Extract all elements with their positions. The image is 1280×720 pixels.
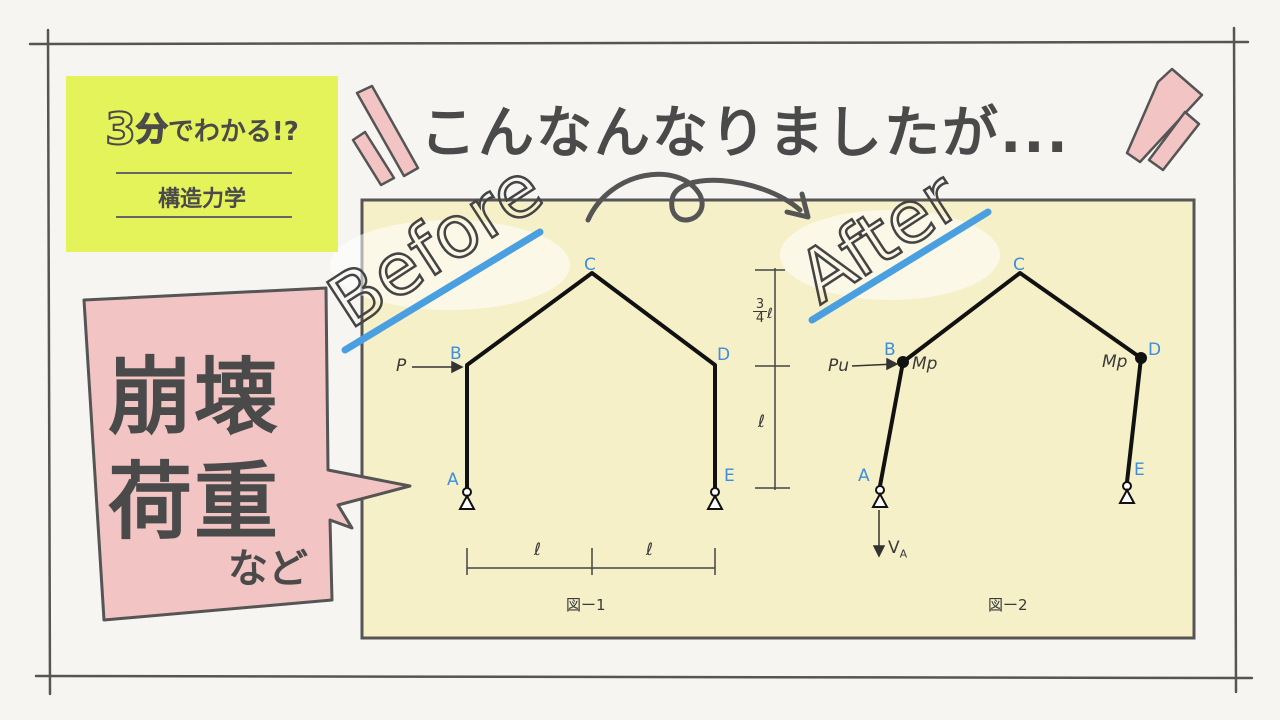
- pink-card: [82, 286, 412, 622]
- fig2-reaction: VA: [888, 538, 907, 560]
- frame-1-members: [465, 271, 717, 490]
- after-underline: [808, 208, 992, 324]
- fig2-caption: 図ー2: [988, 596, 1028, 614]
- fig2-node-c: C: [1013, 255, 1025, 275]
- before-glow: [330, 220, 570, 310]
- support-a-1: [458, 487, 476, 510]
- fig2-moment-d: Mp: [1102, 352, 1128, 372]
- fig1-node-e: E: [724, 466, 735, 486]
- fig1-rise-denominator: 4: [753, 311, 767, 325]
- fig1-node-a: A: [447, 470, 459, 490]
- title-badge: 3分でわかる!? 構造力学: [66, 76, 338, 252]
- headline: こんなんなりましたが...: [420, 101, 1070, 166]
- fig2-node-b: B: [884, 340, 896, 360]
- fig1-caption: 図ー1: [566, 596, 606, 614]
- fig1-node-d: D: [717, 345, 731, 365]
- frame-2-members: [878, 271, 1143, 488]
- badge-kanji: 分: [135, 109, 169, 149]
- figure-2: [851, 271, 1147, 558]
- topic-etc: など: [228, 546, 308, 592]
- fig2-load-label: Pu: [828, 356, 850, 376]
- reaction-arrow: [872, 510, 886, 558]
- topic-collapse: 崩壊: [108, 348, 281, 446]
- outer-frame: [28, 26, 1254, 696]
- fig2-node-d: D: [1148, 340, 1162, 360]
- plastic-hinge-d: [1135, 352, 1147, 364]
- fig1-rise-unit: ℓ: [767, 306, 773, 322]
- fig1-load-label: P: [396, 356, 407, 376]
- badge-title: 3分でわかる!?: [66, 103, 338, 156]
- fig1-height: ℓ: [758, 412, 766, 432]
- badge-tail: でわかる!?: [167, 117, 299, 147]
- before-underline: [341, 228, 544, 354]
- span-dimension: [466, 548, 716, 575]
- fig2-reaction-main: V: [888, 538, 900, 558]
- plastic-hinge-b: [897, 356, 909, 368]
- load-arrow-1: [412, 360, 464, 374]
- badge-number: 3: [104, 103, 137, 156]
- fig2-node-a: A: [858, 466, 870, 486]
- support-e-1: [706, 487, 724, 510]
- fig2-reaction-sub: A: [899, 547, 908, 561]
- fig1-node-b: B: [450, 344, 462, 364]
- height-dimension: [755, 268, 790, 490]
- fig1-rise-numerator: 3: [755, 297, 765, 312]
- support-a-2: [871, 485, 889, 508]
- fig1-rise: 3 4: [753, 298, 767, 325]
- badge-rule-top: [116, 172, 292, 174]
- load-arrow-2: [851, 357, 899, 371]
- fig2-moment-b: Mp: [912, 354, 938, 374]
- fig1-node-c: C: [584, 255, 596, 275]
- emphasis-marks: [351, 67, 1204, 187]
- topic-load: 荷重: [108, 453, 281, 551]
- badge-rule-bottom: [116, 216, 292, 218]
- support-e-2: [1118, 481, 1136, 504]
- transition-arrow: [585, 171, 811, 223]
- after-glow: [780, 210, 1000, 300]
- fig2-node-e: E: [1134, 460, 1145, 480]
- fig1-span-right: ℓ: [646, 540, 654, 560]
- figure-1: [412, 268, 790, 575]
- fig1-span-left: ℓ: [534, 540, 542, 560]
- badge-subtitle: 構造力学: [157, 187, 246, 212]
